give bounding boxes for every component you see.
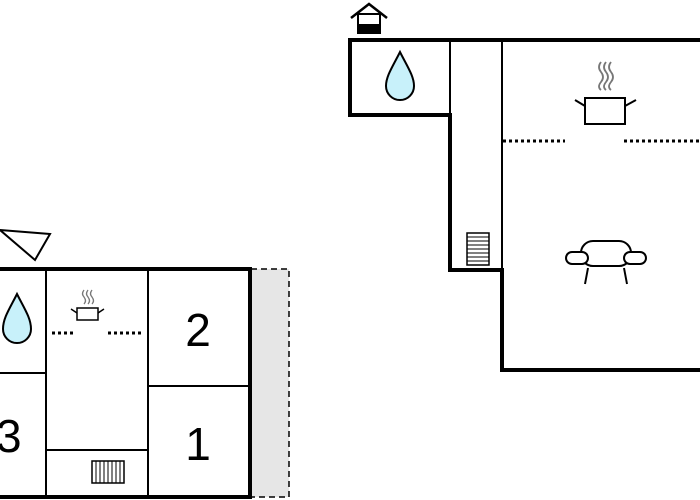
water-drop-icon xyxy=(1,291,33,344)
house-entrance-icon xyxy=(350,2,388,34)
terrace xyxy=(250,268,290,498)
compass-arrow-icon xyxy=(0,228,52,262)
water-drop-icon xyxy=(384,49,416,101)
ground-floor-outer-wall xyxy=(0,267,252,499)
ground-floor: 2 1 3 xyxy=(0,228,290,499)
staircase-icon xyxy=(466,232,490,266)
sofa-icon xyxy=(565,240,647,285)
cooking-pot-icon xyxy=(70,289,105,321)
staircase-icon xyxy=(91,460,125,484)
room-number-1: 1 xyxy=(185,418,211,470)
cooking-pot-icon xyxy=(574,61,637,125)
upper-floor xyxy=(348,2,700,372)
room-number-2: 2 xyxy=(185,304,211,356)
room-number-3: 3 xyxy=(0,410,22,462)
upper-floor-outer-wall xyxy=(348,38,700,372)
